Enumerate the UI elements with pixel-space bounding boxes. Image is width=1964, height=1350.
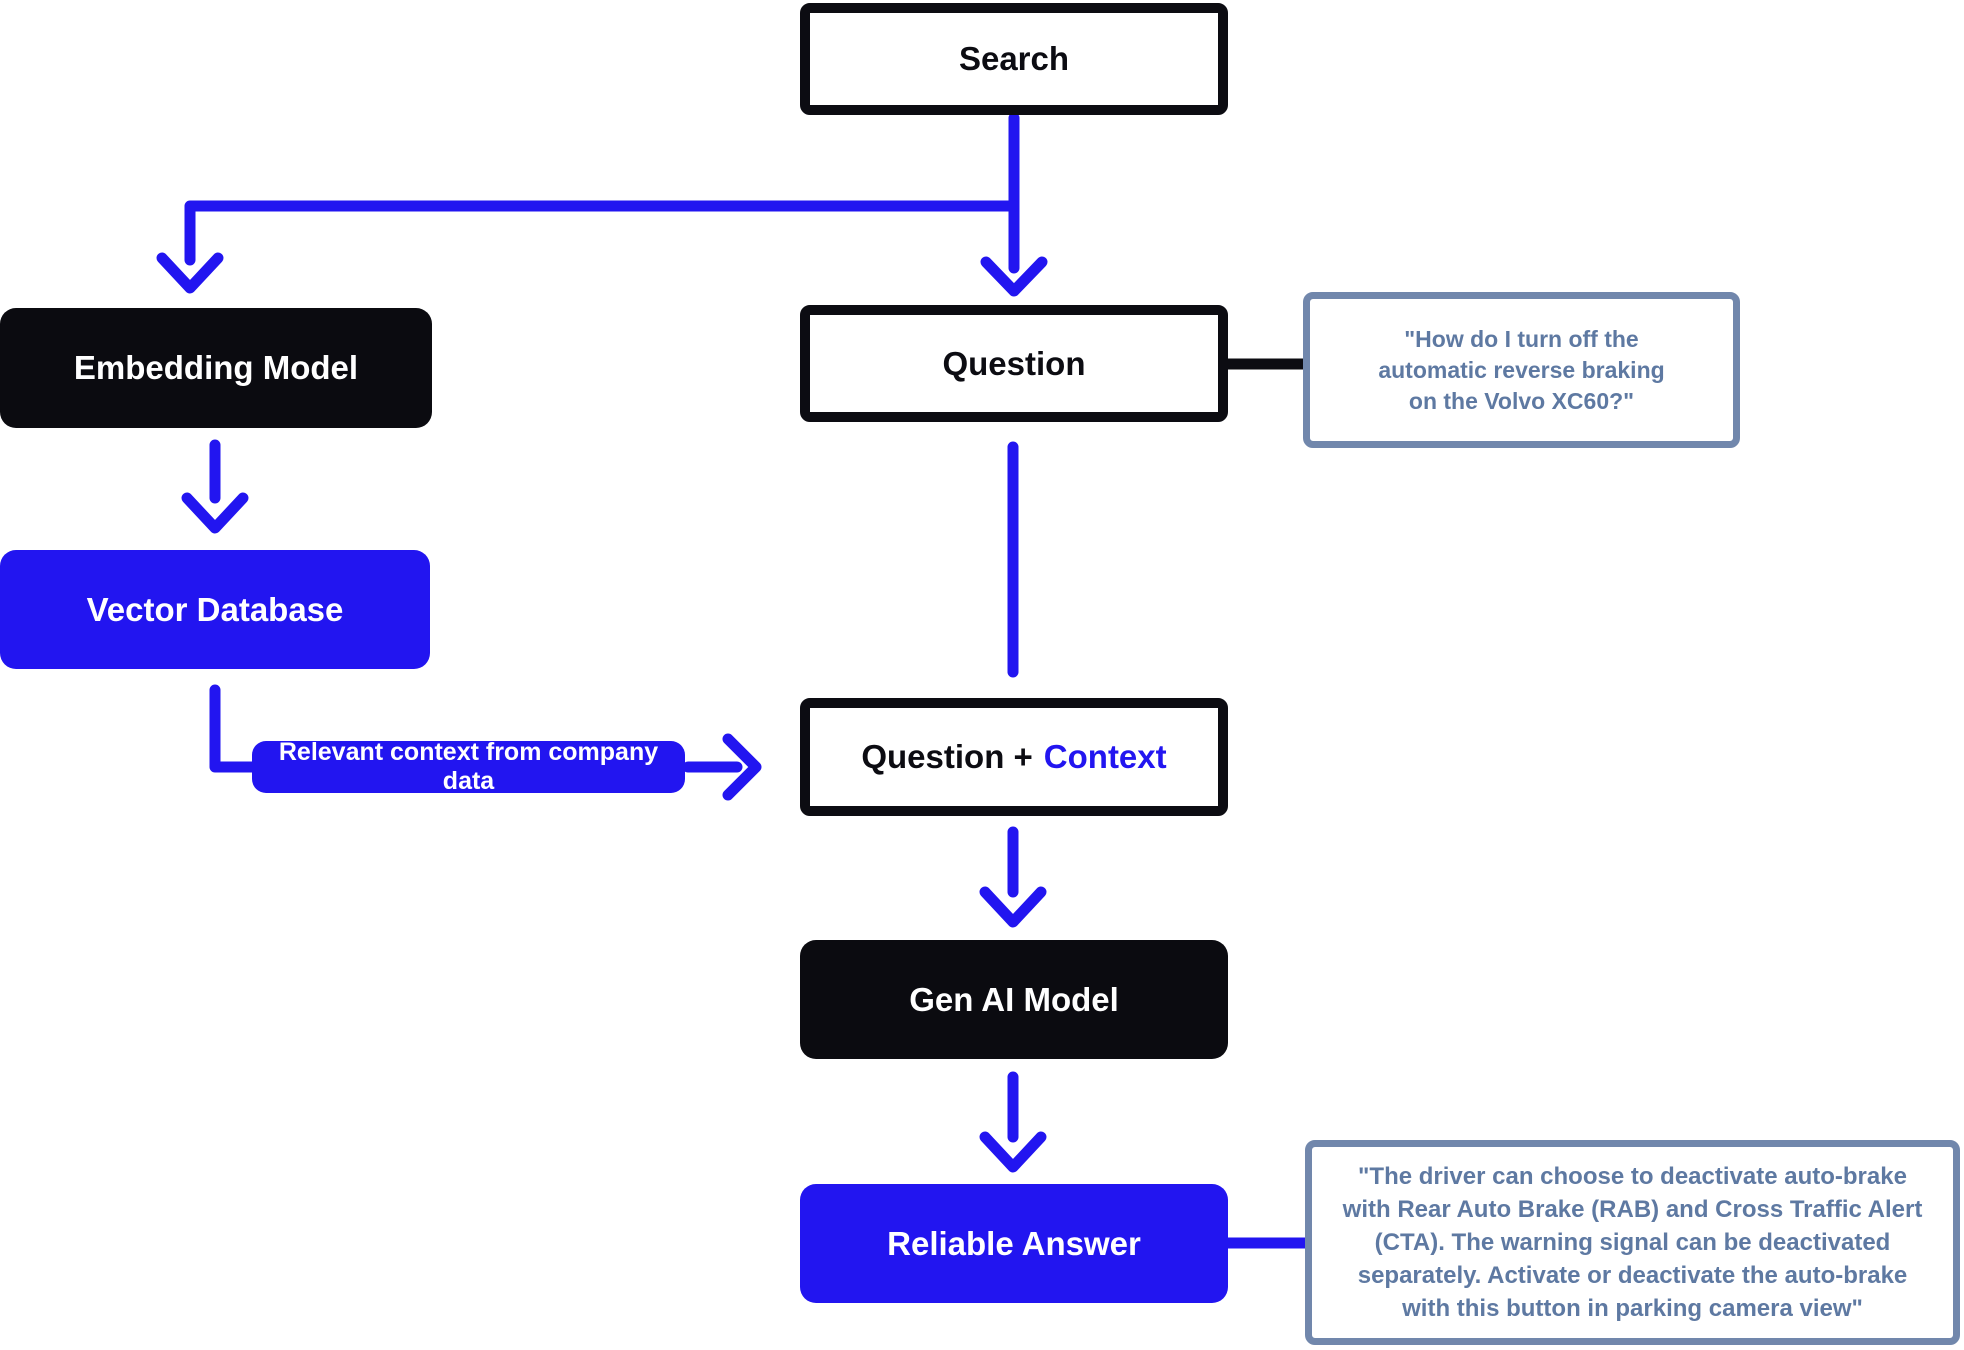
node-vector-database: Vector Database <box>0 550 430 669</box>
answer-quote-line: separately. Activate or deactivate the a… <box>1357 1262 1908 1289</box>
arrow-embedding-to-vector-database <box>181 439 249 534</box>
answer-quote-line: "The driver can choose to deactivate aut… <box>1358 1163 1907 1190</box>
callout-question-quote: "How do I turn off the automatic reverse… <box>1303 292 1740 448</box>
node-reliable-answer: Reliable Answer <box>800 1184 1228 1303</box>
node-reliable-answer-label: Reliable Answer <box>887 1224 1141 1262</box>
connector-vector-database-to-context-label <box>209 684 258 773</box>
arrow-search-to-embedding-model <box>156 200 1020 294</box>
node-question: Question <box>800 305 1228 422</box>
node-embedding-model-label: Embedding Model <box>73 349 359 386</box>
callout-answer-quote: "The driver can choose to deactivate aut… <box>1305 1140 1960 1345</box>
node-search: Search <box>800 3 1228 115</box>
arrow-gen-ai-to-reliable-answer <box>979 1071 1047 1173</box>
arrow-search-to-question <box>980 112 1048 297</box>
question-quote-line: "How do I turn off the <box>1404 325 1639 352</box>
arrow-context-label-to-question-context <box>682 733 762 801</box>
node-embedding-model: Embedding Model <box>0 308 432 428</box>
node-question-label: Question <box>942 344 1086 382</box>
node-question-context-label-context: Context <box>1043 738 1167 775</box>
question-quote-line: on the Volvo XC60?" <box>1408 387 1635 414</box>
node-vector-database-label: Vector Database <box>86 590 344 628</box>
label-relevant-context: Relevant context from company data <box>252 738 685 795</box>
node-search-label: Search <box>958 40 1070 77</box>
node-question-context: Question + Context <box>800 698 1228 816</box>
node-gen-ai-model: Gen AI Model <box>800 940 1228 1059</box>
node-gen-ai-model-label: Gen AI Model <box>909 980 1119 1018</box>
arrow-question-context-to-gen-ai <box>979 826 1047 928</box>
answer-quote-line: with Rear Auto Brake (RAB) and Cross Tra… <box>1342 1196 1923 1223</box>
answer-quote-line: (CTA). The warning signal can be deactiv… <box>1374 1229 1891 1256</box>
answer-quote-line: with this button in parking camera view" <box>1402 1295 1863 1322</box>
label-relevant-context-text: Relevant context from company data <box>278 738 659 795</box>
question-quote-line: automatic reverse braking <box>1378 356 1665 383</box>
node-question-context-label-question: Question + <box>861 738 1033 775</box>
